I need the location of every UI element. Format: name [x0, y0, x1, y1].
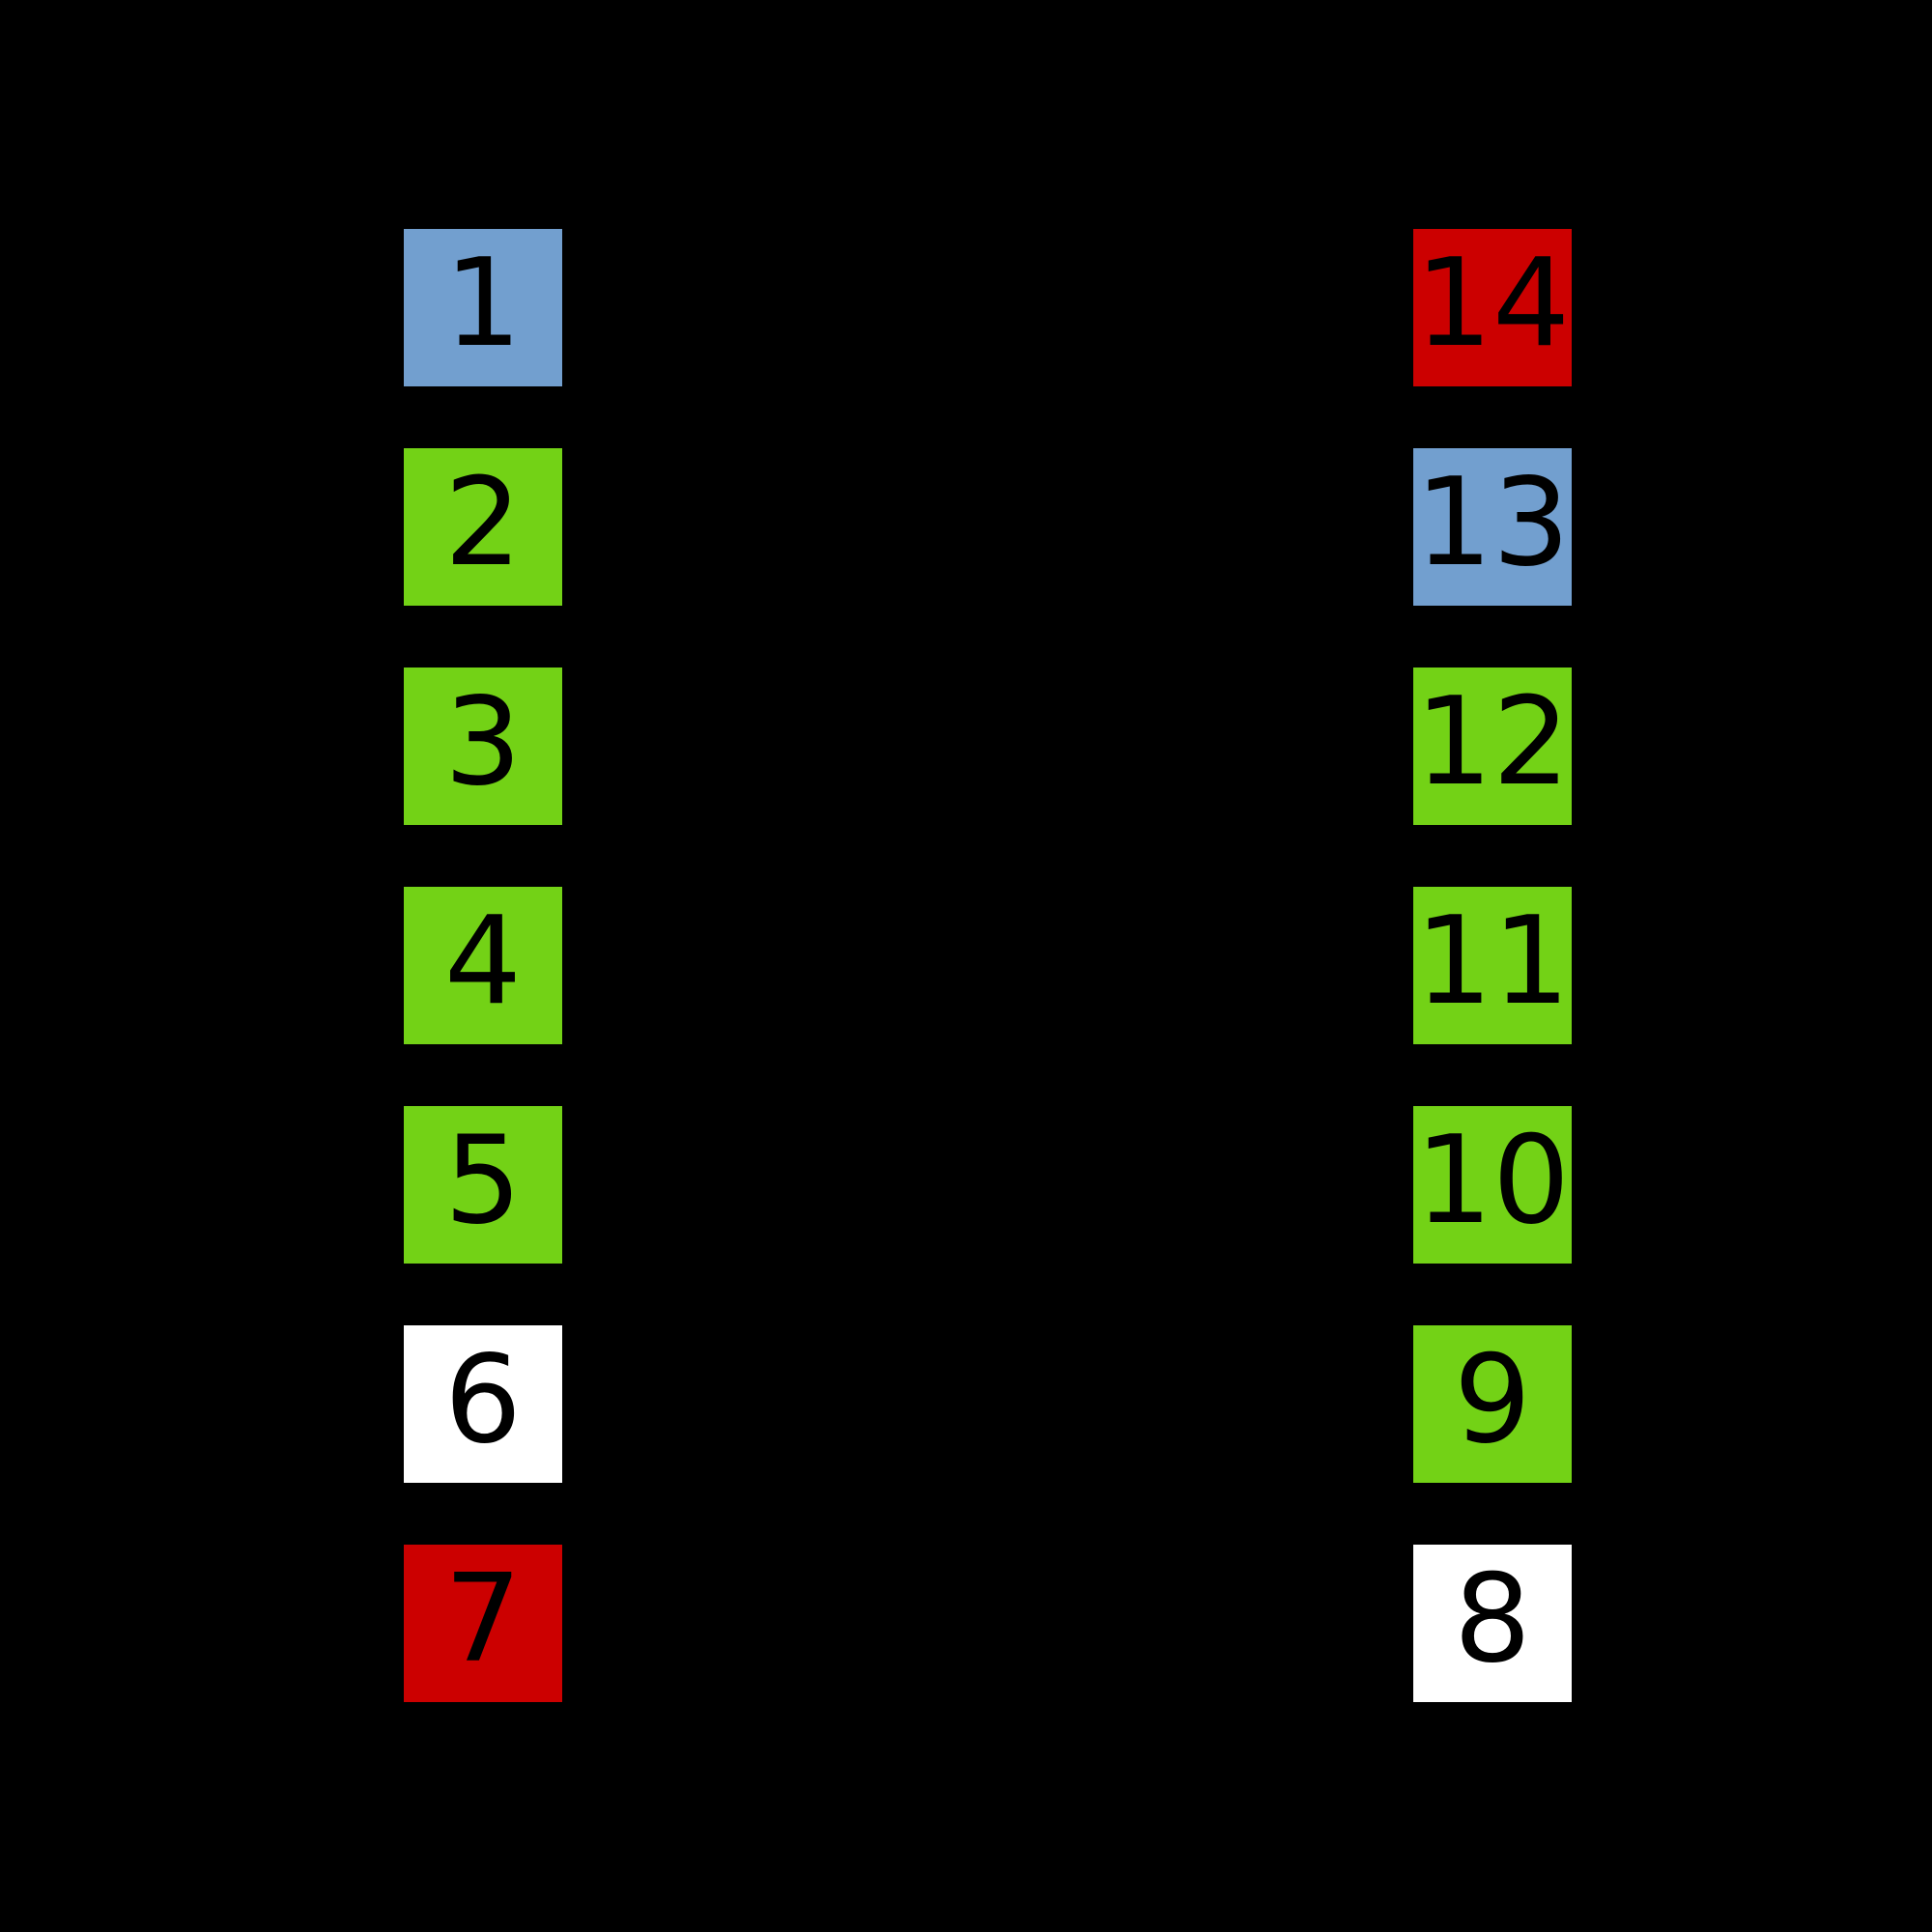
pin-14-number-label: 14	[1414, 231, 1571, 374]
pin-2-number-label: 2	[443, 450, 523, 593]
pin-square-3: 3	[404, 668, 562, 825]
pin-square-1: 1	[404, 229, 562, 386]
pin-square-9: 9	[1413, 1325, 1572, 1483]
pin-7-number-label: 7	[443, 1547, 523, 1690]
pin-square-11: 11	[1413, 887, 1572, 1044]
pin-square-8: 8	[1413, 1545, 1572, 1702]
pin-square-10: 10	[1413, 1106, 1572, 1264]
pin-10-number-label: 10	[1414, 1108, 1571, 1251]
pin-9-number-label: 9	[1453, 1327, 1532, 1470]
pin-6-number-label: 6	[443, 1327, 523, 1470]
pin-12-number-label: 12	[1414, 669, 1571, 812]
pin-square-4: 4	[404, 887, 562, 1044]
pin-square-12: 12	[1413, 668, 1572, 825]
pin-4-number-label: 4	[443, 889, 523, 1032]
pin-square-5: 5	[404, 1106, 562, 1264]
pin-3-number-label: 3	[443, 669, 523, 812]
pin-5-number-label: 5	[443, 1108, 523, 1251]
pin-1-number-label: 1	[443, 231, 523, 374]
pin-13-number-label: 13	[1414, 450, 1571, 593]
pin-square-2: 2	[404, 448, 562, 606]
pin-square-14: 14	[1413, 229, 1572, 386]
pin-11-number-label: 11	[1414, 889, 1571, 1032]
pin-square-7: 7	[404, 1545, 562, 1702]
pin-8-number-label: 8	[1453, 1547, 1532, 1690]
pin-square-13: 13	[1413, 448, 1572, 606]
pin-square-6: 6	[404, 1325, 562, 1483]
